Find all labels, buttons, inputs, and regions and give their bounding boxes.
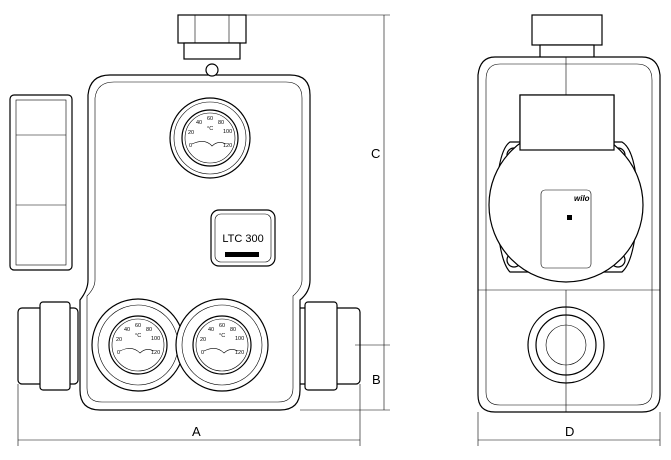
brand-logo — [225, 252, 259, 257]
svg-text:0: 0 — [201, 350, 204, 356]
temperature-gauge-top: 0 20 40 60 80 100 120 °C — [169, 97, 251, 179]
dimension-lines-side — [477, 412, 661, 446]
svg-text:°C: °C — [207, 126, 213, 132]
svg-text:100: 100 — [223, 129, 232, 135]
pump-button-icon — [567, 215, 572, 220]
svg-text:80: 80 — [218, 120, 224, 126]
dimension-c-label: C — [371, 146, 380, 161]
svg-text:0: 0 — [117, 350, 120, 356]
dimension-b-label: B — [372, 372, 381, 387]
dimension-a-label: A — [192, 424, 201, 439]
pump-display-panel — [540, 189, 592, 269]
front-view: 0 20 40 60 80 100 120 °C LTC 300 0 20 40… — [9, 14, 390, 446]
svg-text:20: 20 — [188, 130, 194, 136]
temperature-gauge-left: 0 20 40 60 80 100 120 °C — [91, 298, 185, 392]
svg-text:°C: °C — [135, 333, 141, 339]
product-label: LTC 300 — [222, 233, 263, 245]
svg-text:°C: °C — [219, 333, 225, 339]
svg-text:120: 120 — [235, 350, 244, 356]
svg-text:40: 40 — [196, 120, 202, 126]
svg-text:80: 80 — [146, 327, 152, 333]
svg-text:20: 20 — [116, 337, 122, 343]
brand-plate: wilo — [574, 194, 590, 203]
pump-side-unit — [9, 94, 73, 271]
svg-text:80: 80 — [230, 327, 236, 333]
svg-text:20: 20 — [200, 337, 206, 343]
svg-text:40: 40 — [208, 327, 214, 333]
svg-text:40: 40 — [124, 327, 130, 333]
pump-motor — [488, 127, 644, 283]
side-view: wilo D — [477, 14, 661, 446]
svg-text:100: 100 — [235, 336, 244, 342]
temperature-gauge-right: 0 20 40 60 80 100 120 °C — [175, 298, 269, 392]
product-label-plate — [210, 209, 276, 267]
top-fitting-neck — [183, 42, 241, 60]
pipe-port — [527, 306, 605, 384]
svg-text:60: 60 — [135, 323, 141, 329]
svg-text:0: 0 — [189, 143, 192, 149]
svg-text:100: 100 — [151, 336, 160, 342]
top-fitting-nut — [177, 14, 247, 44]
dimension-d-label: D — [565, 424, 574, 439]
svg-text:120: 120 — [223, 143, 232, 149]
svg-text:60: 60 — [219, 323, 225, 329]
svg-text:60: 60 — [207, 116, 213, 122]
svg-text:120: 120 — [151, 350, 160, 356]
dimension-lines-front — [17, 14, 390, 446]
side-top-fitting — [531, 14, 603, 46]
